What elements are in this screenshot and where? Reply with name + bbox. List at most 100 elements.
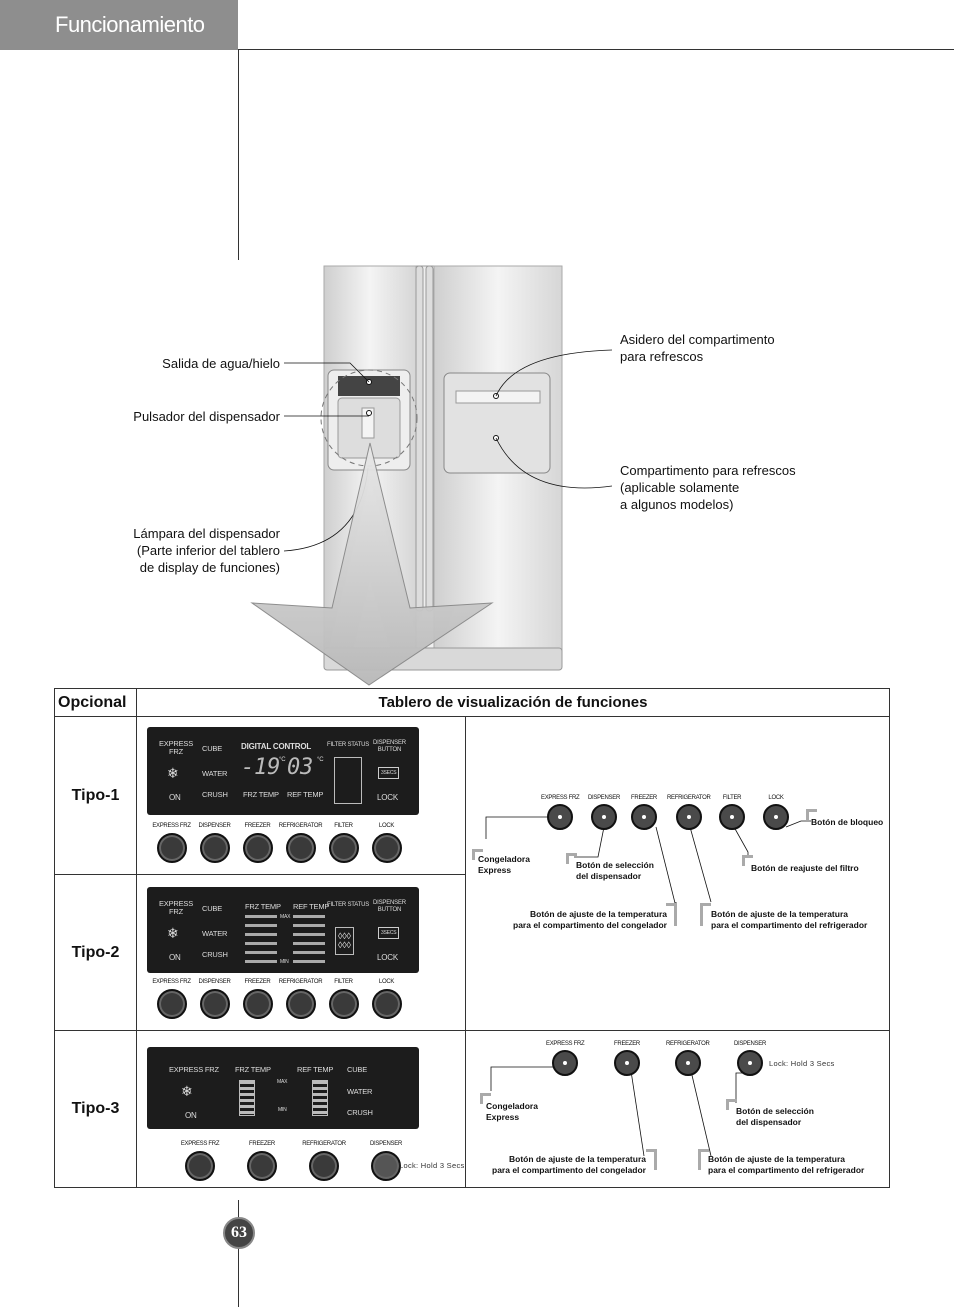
t1-digital-control: DIGITAL CONTROL — [241, 742, 312, 751]
t3-freezer-button[interactable]: FREEZER — [231, 1141, 293, 1181]
t2-on-label: ON — [169, 953, 181, 962]
diagram-3-cell: EXPRESS FRZ FREEZER REFRIGERATOR DISPENS… — [465, 1030, 890, 1188]
t3-lock-hint: Lock: Hold 3 Secs — [399, 1161, 465, 1170]
lamp-line-3: de display de funciones) — [139, 560, 280, 575]
t1-on-label: ON — [169, 793, 181, 802]
t1-filter-status: FILTER STATUS — [327, 742, 370, 748]
t1-refrigerator-button[interactable]: REFRIGERATOR — [279, 823, 323, 863]
t2-water: WATER — [202, 929, 228, 938]
t3-express: EXPRESS FRZ — [169, 1065, 219, 1074]
t1-freezer-button[interactable]: FREEZER — [236, 823, 279, 863]
d3-lock-hint: Lock: Hold 3 Secs — [769, 1059, 835, 1068]
t1-lock-icon: 3SECS — [378, 767, 400, 779]
t1-express-icon: ❄ — [167, 765, 179, 781]
t2-min: MIN — [280, 959, 289, 965]
t2-express-icon: ❄ — [167, 925, 179, 941]
t2-crush: CRUSH — [202, 950, 228, 959]
callout-dispenser-pad: Pulsador del dispensador — [133, 409, 280, 424]
handle-line-1: Asidero del compartimento — [620, 332, 775, 347]
t3-express-frz-button[interactable]: EXPRESS FRZ — [169, 1141, 231, 1181]
d1-dispenser-button[interactable]: DISPENSER — [588, 795, 620, 830]
d1-lock-button[interactable]: LOCK — [763, 795, 789, 830]
d1-filter-bracket — [742, 855, 753, 866]
compartment-line-1: Compartimento para refrescos — [620, 463, 796, 478]
d1-filter-button[interactable]: FILTER — [719, 795, 745, 830]
d3-freezer-bracket — [646, 1149, 657, 1170]
margin-rule-bottom — [238, 1200, 239, 1307]
t2-refrigerator-button[interactable]: REFRIGERATOR — [279, 979, 323, 1019]
t1-express-frz-button[interactable]: EXPRESS FRZ — [150, 823, 193, 863]
freezer-handle — [415, 265, 424, 612]
t1-lock-button[interactable]: LOCK — [365, 823, 408, 863]
d3-dispenser-bracket — [726, 1099, 737, 1110]
t2-filter-button[interactable]: FILTER — [322, 979, 365, 1019]
t3-cube: CUBE — [347, 1065, 368, 1074]
d3-refrigerator-button[interactable]: REFRIGERATOR — [666, 1041, 710, 1076]
function-panel-table: Opcional Tablero de visualización de fun… — [54, 688, 890, 1188]
d3-freezer-button[interactable]: FREEZER — [614, 1041, 640, 1076]
t3-on-label: ON — [185, 1111, 197, 1120]
t2-freezer-button[interactable]: FREEZER — [236, 979, 279, 1019]
tipo-3-panel: EXPRESS FRZ ❄ ON FRZ TEMP REF TEMP MAX M… — [136, 1030, 466, 1188]
d1-refrigerator-button[interactable]: REFRIGERATOR — [667, 795, 711, 830]
t2-filter-drops: ◊◊◊◊◊◊ — [335, 927, 354, 955]
t3-button-row: EXPRESS FRZ FREEZER REFRIGERATOR DISPENS… — [169, 1141, 417, 1181]
callout-compartment: Compartimento para refrescos (aplicable … — [620, 462, 796, 513]
header-rule — [238, 49, 954, 50]
d3-express-frz-button[interactable]: EXPRESS FRZ — [546, 1041, 585, 1076]
t1-filter-button[interactable]: FILTER — [322, 823, 365, 863]
t3-dispenser-button[interactable]: DISPENSER — [355, 1141, 417, 1181]
d3-ref-bracket — [698, 1149, 709, 1170]
d1-freezer-button[interactable]: FREEZER — [631, 795, 657, 830]
t2-ref-bars — [293, 915, 325, 963]
callout-water-ice: Salida de agua/hielo — [162, 356, 280, 371]
t2-max: MAX — [280, 914, 291, 920]
d1-dispenser-bracket — [566, 853, 577, 864]
t2-ref-temp: REF TEMP — [293, 902, 330, 911]
t1-water: WATER — [202, 769, 228, 778]
t1-frz-deg: °C — [279, 757, 286, 763]
t1-ref-deg: °C — [317, 757, 324, 763]
d3-dispenser-button[interactable]: DISPENSER — [734, 1041, 766, 1076]
refrigerator-illustration — [250, 265, 613, 686]
t2-lock-button[interactable]: LOCK — [365, 979, 408, 1019]
t2-express-frz-button[interactable]: EXPRESS FRZ — [150, 979, 193, 1019]
t3-water: WATER — [347, 1087, 373, 1096]
diagram-1-cell: EXPRESS FRZ DISPENSER FREEZER REFRIGERAT… — [465, 716, 890, 1031]
callout-handle: Asidero del compartimento para refrescos — [620, 331, 775, 365]
d1-lock-bracket — [806, 809, 817, 820]
d1-express-frz-button[interactable]: EXPRESS FRZ — [541, 795, 580, 830]
t2-frz-temp: FRZ TEMP — [245, 902, 281, 911]
compartment-line-3: a algunos modelos) — [620, 497, 734, 512]
d1-lock-label: Botón de bloqueo — [811, 817, 884, 827]
d1-filter-label: Botón de reajuste del filtro — [751, 863, 859, 873]
table-header-display: Tablero de visualización de funciones — [136, 688, 890, 717]
t1-ref-value: 03 — [287, 755, 314, 780]
section-title: Funcionamiento — [55, 12, 205, 37]
margin-rule-top — [238, 50, 239, 260]
d3-express-bracket — [480, 1093, 491, 1104]
t2-dispenser-button[interactable]: DISPENSER — [193, 979, 236, 1019]
t3-refrigerator-button[interactable]: REFRIGERATOR — [293, 1141, 355, 1181]
compartment-line-2: (aplicable solamente — [620, 480, 740, 495]
handle-line-2: para refrescos — [620, 349, 704, 364]
d1-freezer-bracket — [666, 903, 677, 926]
table-header-optional: Opcional — [54, 688, 137, 717]
t3-crush: CRUSH — [347, 1108, 373, 1117]
down-arrow — [250, 442, 494, 686]
page-number: 63 — [223, 1217, 255, 1249]
t3-ref-bars — [312, 1080, 328, 1116]
t1-ref-temp: REF TEMP — [287, 790, 324, 799]
t1-dispenser-button[interactable]: DISPENSER — [193, 823, 236, 863]
